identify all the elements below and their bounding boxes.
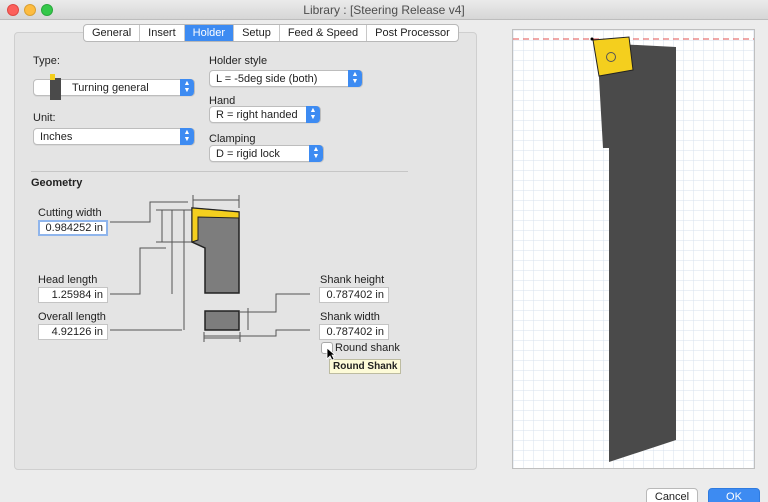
holder-dimension-diagram [110, 195, 310, 342]
cutting-width-label: Cutting width [38, 207, 102, 219]
insert-hole-icon [606, 52, 616, 62]
shank-width-field[interactable]: 0.787402 in [319, 324, 389, 340]
chevron-updown-icon: ▲▼ [306, 106, 320, 123]
tab-feed-speed[interactable]: Feed & Speed [280, 25, 368, 41]
cutting-width-field[interactable]: 0.984252 in [38, 220, 108, 236]
unit-select-value: Inches [40, 131, 73, 143]
clamping-value: D = rigid lock [216, 148, 280, 160]
shank-width-label: Shank width [320, 311, 380, 323]
tab-holder[interactable]: Holder [184, 25, 235, 41]
chevron-updown-icon: ▲▼ [348, 70, 362, 87]
geometry-heading: Geometry [31, 177, 83, 189]
shank-height-label: Shank height [320, 274, 385, 286]
type-select-value: Turning general [72, 82, 149, 94]
head-length-label: Head length [38, 274, 98, 286]
insert-shape [592, 36, 634, 77]
type-label: Type: [33, 55, 60, 67]
turning-tool-icon [50, 74, 61, 100]
overall-length-field[interactable]: 4.92126 in [38, 324, 108, 340]
round-shank-tooltip: Round Shank [329, 359, 402, 374]
minimize-window-button[interactable] [24, 4, 36, 16]
hand-select[interactable]: R = right handed ▲▼ [209, 106, 321, 123]
unit-label: Unit: [33, 112, 56, 124]
window-title: Library : [Steering Release v4] [303, 3, 465, 17]
unit-select[interactable]: Inches ▲▼ [33, 128, 195, 145]
mouse-pointer-icon [326, 347, 336, 361]
close-window-button[interactable] [7, 4, 19, 16]
ok-button[interactable]: OK [708, 488, 760, 502]
clamping-select[interactable]: D = rigid lock ▲▼ [209, 145, 324, 162]
overall-length-label: Overall length [38, 311, 106, 323]
shank-height-field[interactable]: 0.787402 in [319, 287, 389, 303]
holder-body [597, 43, 676, 462]
hand-value: R = right handed [216, 109, 298, 121]
type-select[interactable]: Turning general ▲▼ [33, 74, 195, 100]
zoom-window-button[interactable] [41, 4, 53, 16]
tab-general[interactable]: General [84, 25, 141, 41]
chevron-updown-icon: ▲▼ [180, 128, 194, 145]
cancel-button[interactable]: Cancel [646, 488, 698, 502]
hand-label: Hand [209, 95, 236, 107]
tab-setup[interactable]: Setup [234, 25, 280, 41]
clamping-label: Clamping [209, 133, 256, 145]
title-bar: Library : [Steering Release v4] [0, 0, 768, 20]
round-shank-label: Round shank [335, 342, 400, 354]
tool-preview-canvas [513, 30, 754, 468]
head-length-field[interactable]: 1.25984 in [38, 287, 108, 303]
holder-style-label: Holder style [209, 55, 268, 67]
holder-style-value: L = -5deg side (both) [216, 73, 318, 85]
chevron-updown-icon: ▲▼ [180, 79, 194, 96]
tool-preview [512, 29, 755, 469]
holder-panel [14, 32, 477, 470]
tab-insert[interactable]: Insert [140, 25, 185, 41]
holder-style-select[interactable]: L = -5deg side (both) ▲▼ [209, 70, 363, 87]
tab-bar: General Insert Holder Setup Feed & Speed… [83, 24, 459, 42]
reference-point [590, 37, 594, 41]
tab-post-processor[interactable]: Post Processor [375, 27, 450, 39]
chevron-updown-icon: ▲▼ [309, 145, 323, 162]
section-divider [31, 171, 408, 172]
